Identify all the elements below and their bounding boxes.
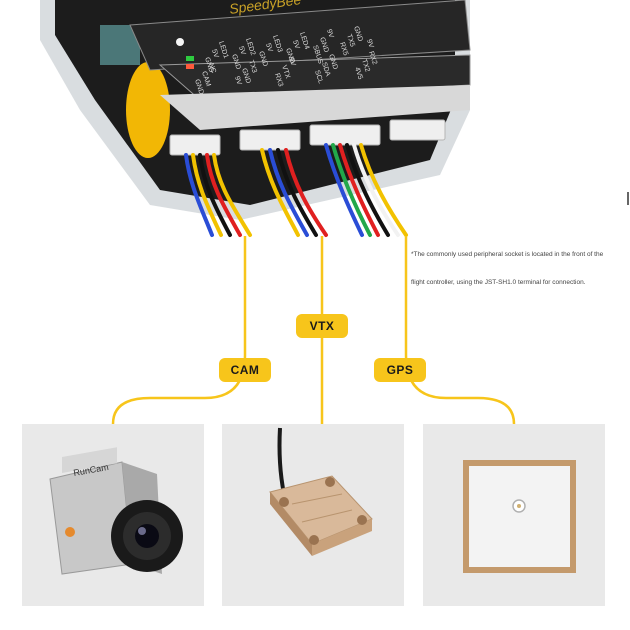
cam-label: CAM (219, 358, 271, 382)
bottom-pin-label-0: GND (193, 78, 204, 95)
top-pin-label-16: TX5 (345, 33, 356, 47)
bottom-pin-label-10: SDA (320, 61, 331, 77)
vtx-panel (222, 424, 404, 606)
vtx-wire-harness (260, 148, 328, 237)
top-pin-label-9: GND (284, 47, 295, 64)
bottom-pin-label-8: 9V (287, 56, 296, 67)
top-pin-label-10: 5V (291, 39, 300, 50)
bottom-pin-label-11: GND (327, 53, 338, 70)
flight-controller-board: SpeedyBee (40, 0, 471, 220)
top-pin-label-0: GND (203, 56, 214, 73)
top-pin-label-18: 9V (365, 38, 374, 49)
bottom-pin-label-9: SCL (313, 69, 324, 84)
top-pin-label-17: GND (352, 25, 363, 42)
note-line-2: flight controller, using the JST-SH1.0 t… (411, 279, 586, 286)
bottom-pin-label-7: VTX (280, 64, 291, 79)
camera-image: RunCam (49, 447, 183, 575)
top-pin-label-4: 5V (237, 45, 246, 56)
vtx-label: VTX (296, 314, 348, 338)
note-line-1: *The commonly used peripheral socket is … (411, 251, 604, 258)
top-pin-label-7: 5V (264, 42, 273, 53)
bottom-pin-label-6: RX3 (273, 72, 284, 87)
top-pin-label-13: GND (318, 36, 329, 53)
cam-wire-harness (184, 153, 252, 237)
bottom-pin-label-5: TX3 (247, 59, 258, 73)
top-pin-label-1: 5V (210, 48, 219, 59)
gps-image (463, 460, 576, 573)
bottom-pin-label-3: 9V (233, 75, 242, 86)
vtx-image (269, 427, 373, 556)
top-pin-label-15: RX5 (338, 41, 349, 56)
bottom-pin-label-1: CAM (200, 70, 212, 87)
gps-panel (423, 424, 605, 606)
gps-wire-harness (324, 143, 408, 237)
camera-panel: RunCam (22, 424, 204, 606)
gps-label: GPS (374, 358, 426, 382)
bottom-pin-label-2: NC (207, 62, 217, 74)
bottom-pin-label-12: 4V5 (353, 66, 364, 80)
top-pin-label-3: GND (230, 53, 241, 70)
bottom-pin-labels: GNDCAMNC9VGNDTX3RX3VTX9VSCLSDAGND4V5TX2R… (193, 50, 378, 95)
top-pin-label-6: GND (257, 50, 268, 67)
bottom-pin-label-13: TX2 (360, 58, 371, 72)
bottom-pin-label-4: GND (240, 67, 251, 84)
bottom-pin-label-14: RX2 (367, 50, 378, 65)
top-pin-label-14: 9V (325, 28, 334, 39)
